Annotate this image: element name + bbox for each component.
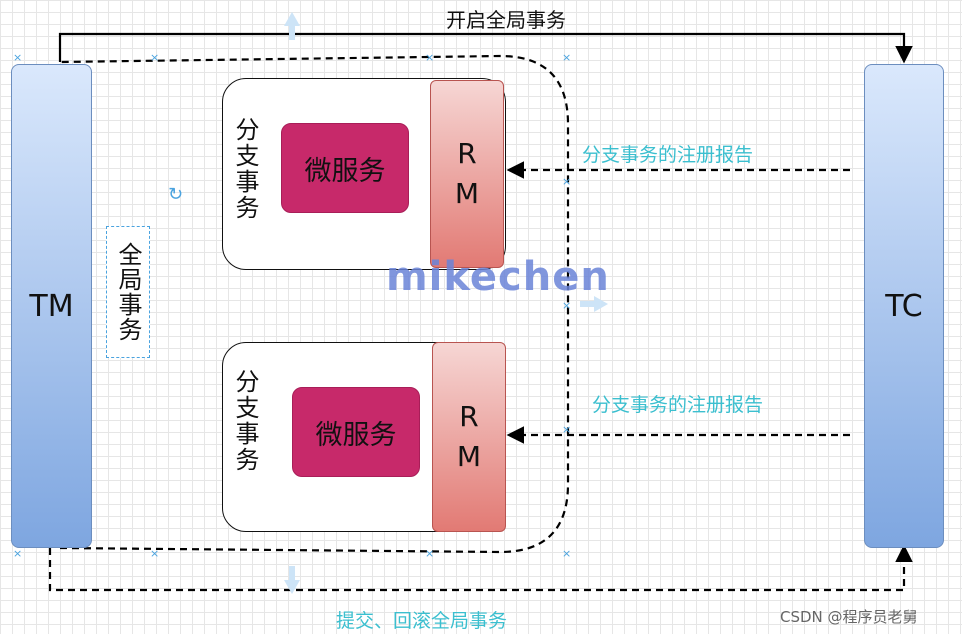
start-global-label: 开启全局事务 [446,8,566,32]
register-label-1: 分支事务的注册报告 [582,144,754,166]
rm-1-letter-r: R [457,137,477,170]
register-label-2: 分支事务的注册报告 [592,394,764,416]
selection-handle-mark: × [425,51,435,64]
branch-label-2: 分支事务 [231,369,259,473]
tm-label: TM [29,288,74,324]
watermark: mikechen [386,254,610,300]
branch-label-1: 分支事务 [231,117,259,221]
commit-rollback-arrow [48,544,913,592]
selection-handle-mark: × [562,175,572,188]
global-transaction-label[interactable]: 全局事务 [106,226,150,358]
rm-1-letter-m: M [454,177,480,210]
source-credit: CSDN @程序员老舅 [780,608,918,626]
tc-label: TC [885,288,923,324]
rm-1[interactable]: R M [430,80,504,268]
selection-handle-mark: × [13,51,23,64]
selection-handle-mark: × [562,423,572,436]
selection-handle-mark: × [562,547,572,560]
microservice-1[interactable]: 微服务 [281,123,409,213]
selection-guide-arrows [284,12,608,594]
selection-handle-mark: × [562,299,572,312]
selection-handle-mark: × [150,547,160,560]
global-transaction-boundary [59,54,570,554]
rm-2-letter-r: R [459,400,479,433]
selection-handle-mark: × [562,51,572,64]
selection-handle-mark: × [13,547,23,560]
tm-node[interactable]: TM [11,64,92,548]
selection-handle-mark: × [150,51,160,64]
tc-node[interactable]: TC [864,64,944,548]
rotate-handle-icon[interactable]: ↻ [168,184,184,205]
rm-2[interactable]: R M [432,342,506,532]
microservice-2[interactable]: 微服务 [292,387,420,477]
selection-handle-mark: × [425,547,435,560]
commit-rollback-label: 提交、回滚全局事务 [336,610,508,632]
start-global-arrow [58,32,913,64]
rm-2-letter-m: M [456,440,482,473]
